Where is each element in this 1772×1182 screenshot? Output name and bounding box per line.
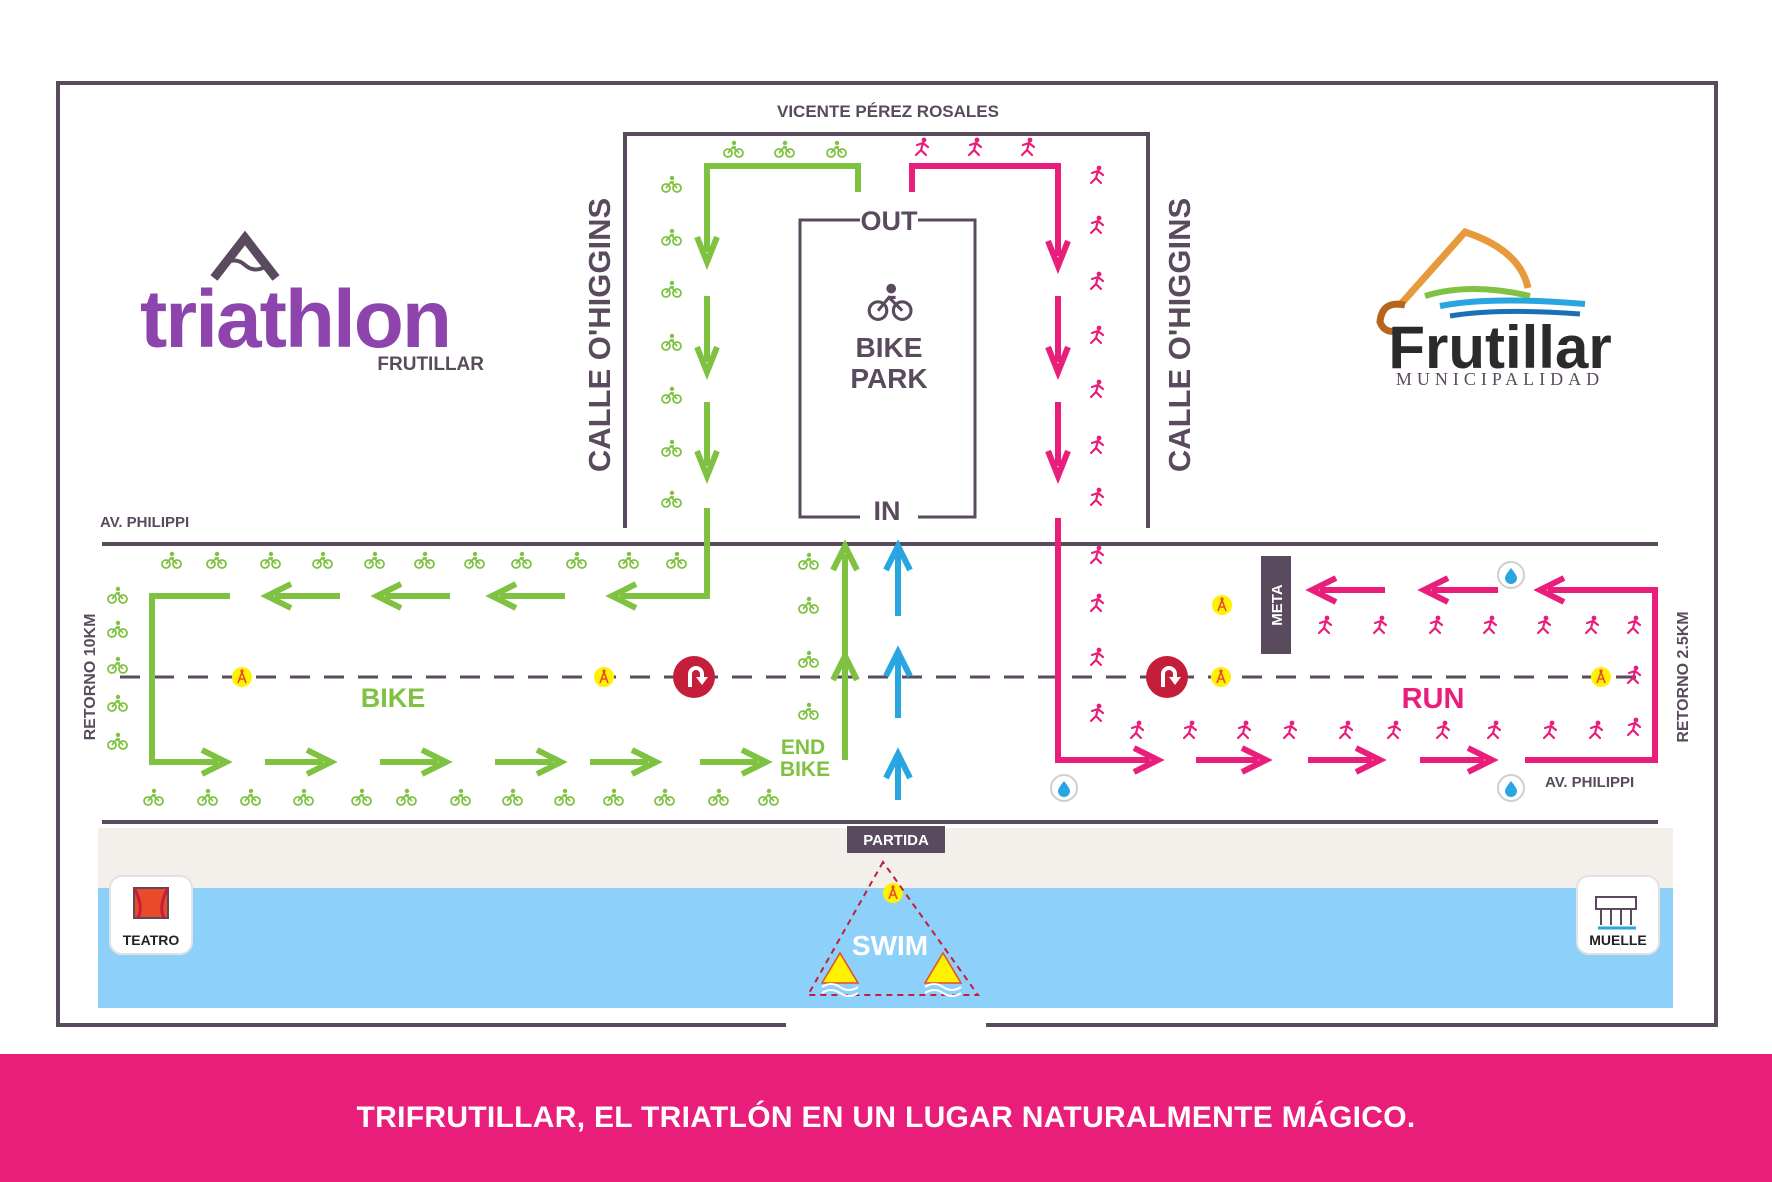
end-bike-label-2: BIKE — [780, 758, 830, 781]
street-calle-ohiggins-left: CALLE O'HIGGINS — [582, 198, 617, 472]
street-av-philippi-left: AV. PHILIPPI — [100, 514, 189, 531]
swim-course: SWIM — [806, 860, 980, 997]
bike-park-label-1: BIKE — [856, 332, 923, 363]
end-bike-label-1: END — [781, 736, 825, 759]
lake-mountain-icon — [1376, 227, 1586, 335]
street-calle-ohiggins-right: CALLE O'HIGGINS — [1162, 198, 1197, 472]
mountain-icon — [210, 230, 280, 281]
cyclist-icon — [867, 283, 913, 321]
buoy-icon — [820, 951, 860, 997]
street-vicente-perez-rosales: VICENTE PÉREZ ROSALES — [777, 102, 999, 121]
meta-finish: META — [1261, 556, 1291, 654]
muelle-label: MUELLE — [1589, 932, 1647, 948]
swim-label: SWIM — [852, 930, 928, 961]
bike-park-label-2: PARK — [850, 363, 927, 394]
lake-water — [98, 888, 1673, 1008]
ohiggins-street-block — [623, 132, 1150, 528]
retorno-10km-label: RETORNO 10KM — [82, 614, 99, 741]
partida-label: PARTIDA — [863, 832, 929, 849]
triathlon-subtitle: FRUTILLAR — [377, 354, 484, 375]
cyclist-icons — [107, 139, 847, 806]
theater-icon — [132, 887, 170, 919]
bike-course — [149, 163, 861, 777]
municipalidad-subtitle: MUNICIPALIDAD — [1396, 369, 1604, 389]
map-boundary — [56, 81, 1718, 1027]
footer-banner: TRIFRUTILLAR, EL TRIATLÓN EN UN LUGAR NA… — [0, 1054, 1772, 1182]
bike-park-in-label: IN — [874, 496, 901, 526]
retorno-2-5km-label: RETORNO 2.5KM — [1675, 611, 1692, 742]
street-av-philippi-right: AV. PHILIPPI — [1545, 774, 1634, 791]
teatro-label: TEATRO — [123, 932, 180, 948]
partida-start: PARTIDA — [847, 826, 945, 853]
teatro-landmark: TEATRO — [109, 875, 193, 955]
swim-exit-arrows — [883, 539, 913, 800]
run-course — [909, 163, 1658, 775]
meta-label: META — [1269, 584, 1286, 626]
bike-label: BIKE — [361, 683, 426, 713]
bike-park-out-label: OUT — [861, 206, 919, 236]
muelle-landmark: MUELLE — [1576, 875, 1660, 955]
footer-tagline: TRIFRUTILLAR, EL TRIATLÓN EN UN LUGAR NA… — [356, 1101, 1416, 1134]
buoy-icon — [923, 951, 963, 997]
bike-park: OUT IN BIKE PARK — [798, 206, 977, 526]
frutillar-wordmark: Frutillar — [1388, 314, 1611, 381]
triathlon-wordmark: triathlon — [140, 274, 450, 365]
triathlon-logo: triathlon FRUTILLAR — [140, 230, 484, 375]
municipality-logo: Frutillar MUNICIPALIDAD — [1376, 227, 1612, 389]
pier-icon — [1595, 896, 1637, 930]
run-label: RUN — [1402, 683, 1465, 715]
